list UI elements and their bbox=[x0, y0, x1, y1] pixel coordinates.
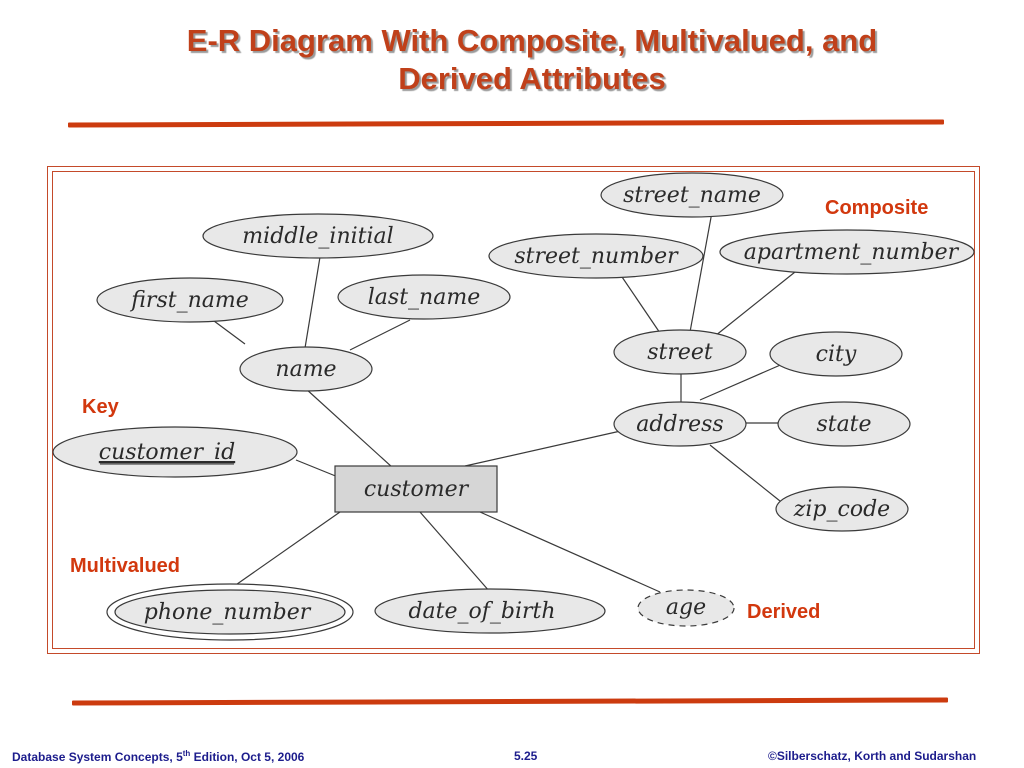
attribute-first_name-label: first_name bbox=[129, 288, 249, 313]
footer-slide-number: 5.25 bbox=[514, 749, 538, 763]
attribute-address: address bbox=[613, 401, 747, 447]
line-customer-age bbox=[479, 511, 661, 593]
attribute-address-label: address bbox=[636, 412, 723, 437]
line-address-city bbox=[699, 362, 786, 401]
entity-customer-label: customer bbox=[364, 477, 470, 502]
title-line-2: Derived Attributes bbox=[398, 61, 666, 96]
attribute-customer_id-label: customer_id bbox=[99, 440, 235, 465]
footer-book-title: Database System Concepts, 5th Edition, O… bbox=[12, 749, 304, 764]
attribute-customer_id-key: customer_id bbox=[52, 426, 298, 478]
title-line-1: E-R Diagram With Composite, Multivalued,… bbox=[186, 23, 878, 58]
attribute-state: state bbox=[777, 401, 911, 447]
attribute-phone_number-multivalued: phone_number bbox=[106, 583, 354, 641]
entity-customer: customer bbox=[334, 465, 498, 513]
attribute-street_number: street_number bbox=[488, 233, 704, 279]
footer-edition-sup: th bbox=[182, 749, 191, 758]
attribute-city: city bbox=[769, 331, 903, 377]
attribute-age-label: age bbox=[666, 595, 706, 620]
footer-edition-rest: Edition, Oct 5, 2006 bbox=[190, 750, 305, 764]
line-customer-date_of_birth bbox=[419, 511, 491, 593]
attribute-middle_initial: middle_initial bbox=[202, 213, 434, 259]
attribute-street: street bbox=[613, 329, 747, 375]
line-street-apartment_number bbox=[714, 271, 796, 337]
line-street-street_name bbox=[689, 211, 713, 333]
attribute-last_name: last_name bbox=[337, 274, 511, 320]
attribute-zip_code-label: zip_code bbox=[793, 497, 890, 522]
attribute-street_number-label: street_number bbox=[514, 244, 679, 269]
annotation-multivalued: Multivalued bbox=[70, 555, 181, 577]
attribute-age-derived: age bbox=[637, 589, 735, 627]
attribute-state-label: state bbox=[816, 412, 871, 437]
attribute-name-label: name bbox=[275, 357, 336, 382]
attribute-street_name: street_name bbox=[600, 172, 784, 218]
line-street-street_number bbox=[619, 273, 661, 334]
diagram-frame-inner bbox=[52, 171, 975, 649]
attribute-name: name bbox=[239, 346, 373, 392]
annotation-composite: Composite bbox=[825, 197, 929, 219]
line-customer-customer_id bbox=[295, 459, 339, 478]
line-name-middle_initial bbox=[304, 256, 321, 349]
diagram-frame-outer bbox=[47, 166, 980, 654]
line-customer-address bbox=[464, 429, 626, 467]
line-name-first_name bbox=[209, 317, 246, 345]
slide-title: E-R Diagram With Composite, Multivalued,… bbox=[0, 22, 1024, 98]
attribute-street-label: street bbox=[647, 340, 713, 365]
footer-book: Database System Concepts, 5 bbox=[12, 750, 183, 764]
line-customer-phone_number bbox=[229, 511, 341, 590]
annotation-derived: Derived bbox=[747, 601, 821, 623]
attribute-street_name-label: street_name bbox=[623, 183, 761, 208]
attribute-last_name-label: last_name bbox=[368, 285, 480, 310]
attribute-city-label: city bbox=[816, 342, 857, 367]
line-address-zip_code bbox=[709, 444, 786, 506]
attribute-middle_initial-label: middle_initial bbox=[242, 224, 393, 249]
connector-lines bbox=[209, 211, 796, 593]
attribute-phone_number-label: phone_number bbox=[144, 600, 312, 625]
attribute-date_of_birth: date_of_birth bbox=[374, 588, 606, 634]
line-name-last_name bbox=[349, 319, 411, 351]
footer-copyright: ©Silberschatz, Korth and Sudarshan bbox=[768, 749, 977, 763]
attribute-apartment_number: apartment_number bbox=[719, 229, 975, 275]
attribute-first_name: first_name bbox=[96, 277, 284, 323]
attribute-date_of_birth-label: date_of_birth bbox=[408, 599, 555, 624]
annotation-key: Key bbox=[82, 396, 119, 418]
attribute-apartment_number-label: apartment_number bbox=[744, 240, 960, 265]
attribute-zip_code: zip_code bbox=[775, 486, 909, 532]
